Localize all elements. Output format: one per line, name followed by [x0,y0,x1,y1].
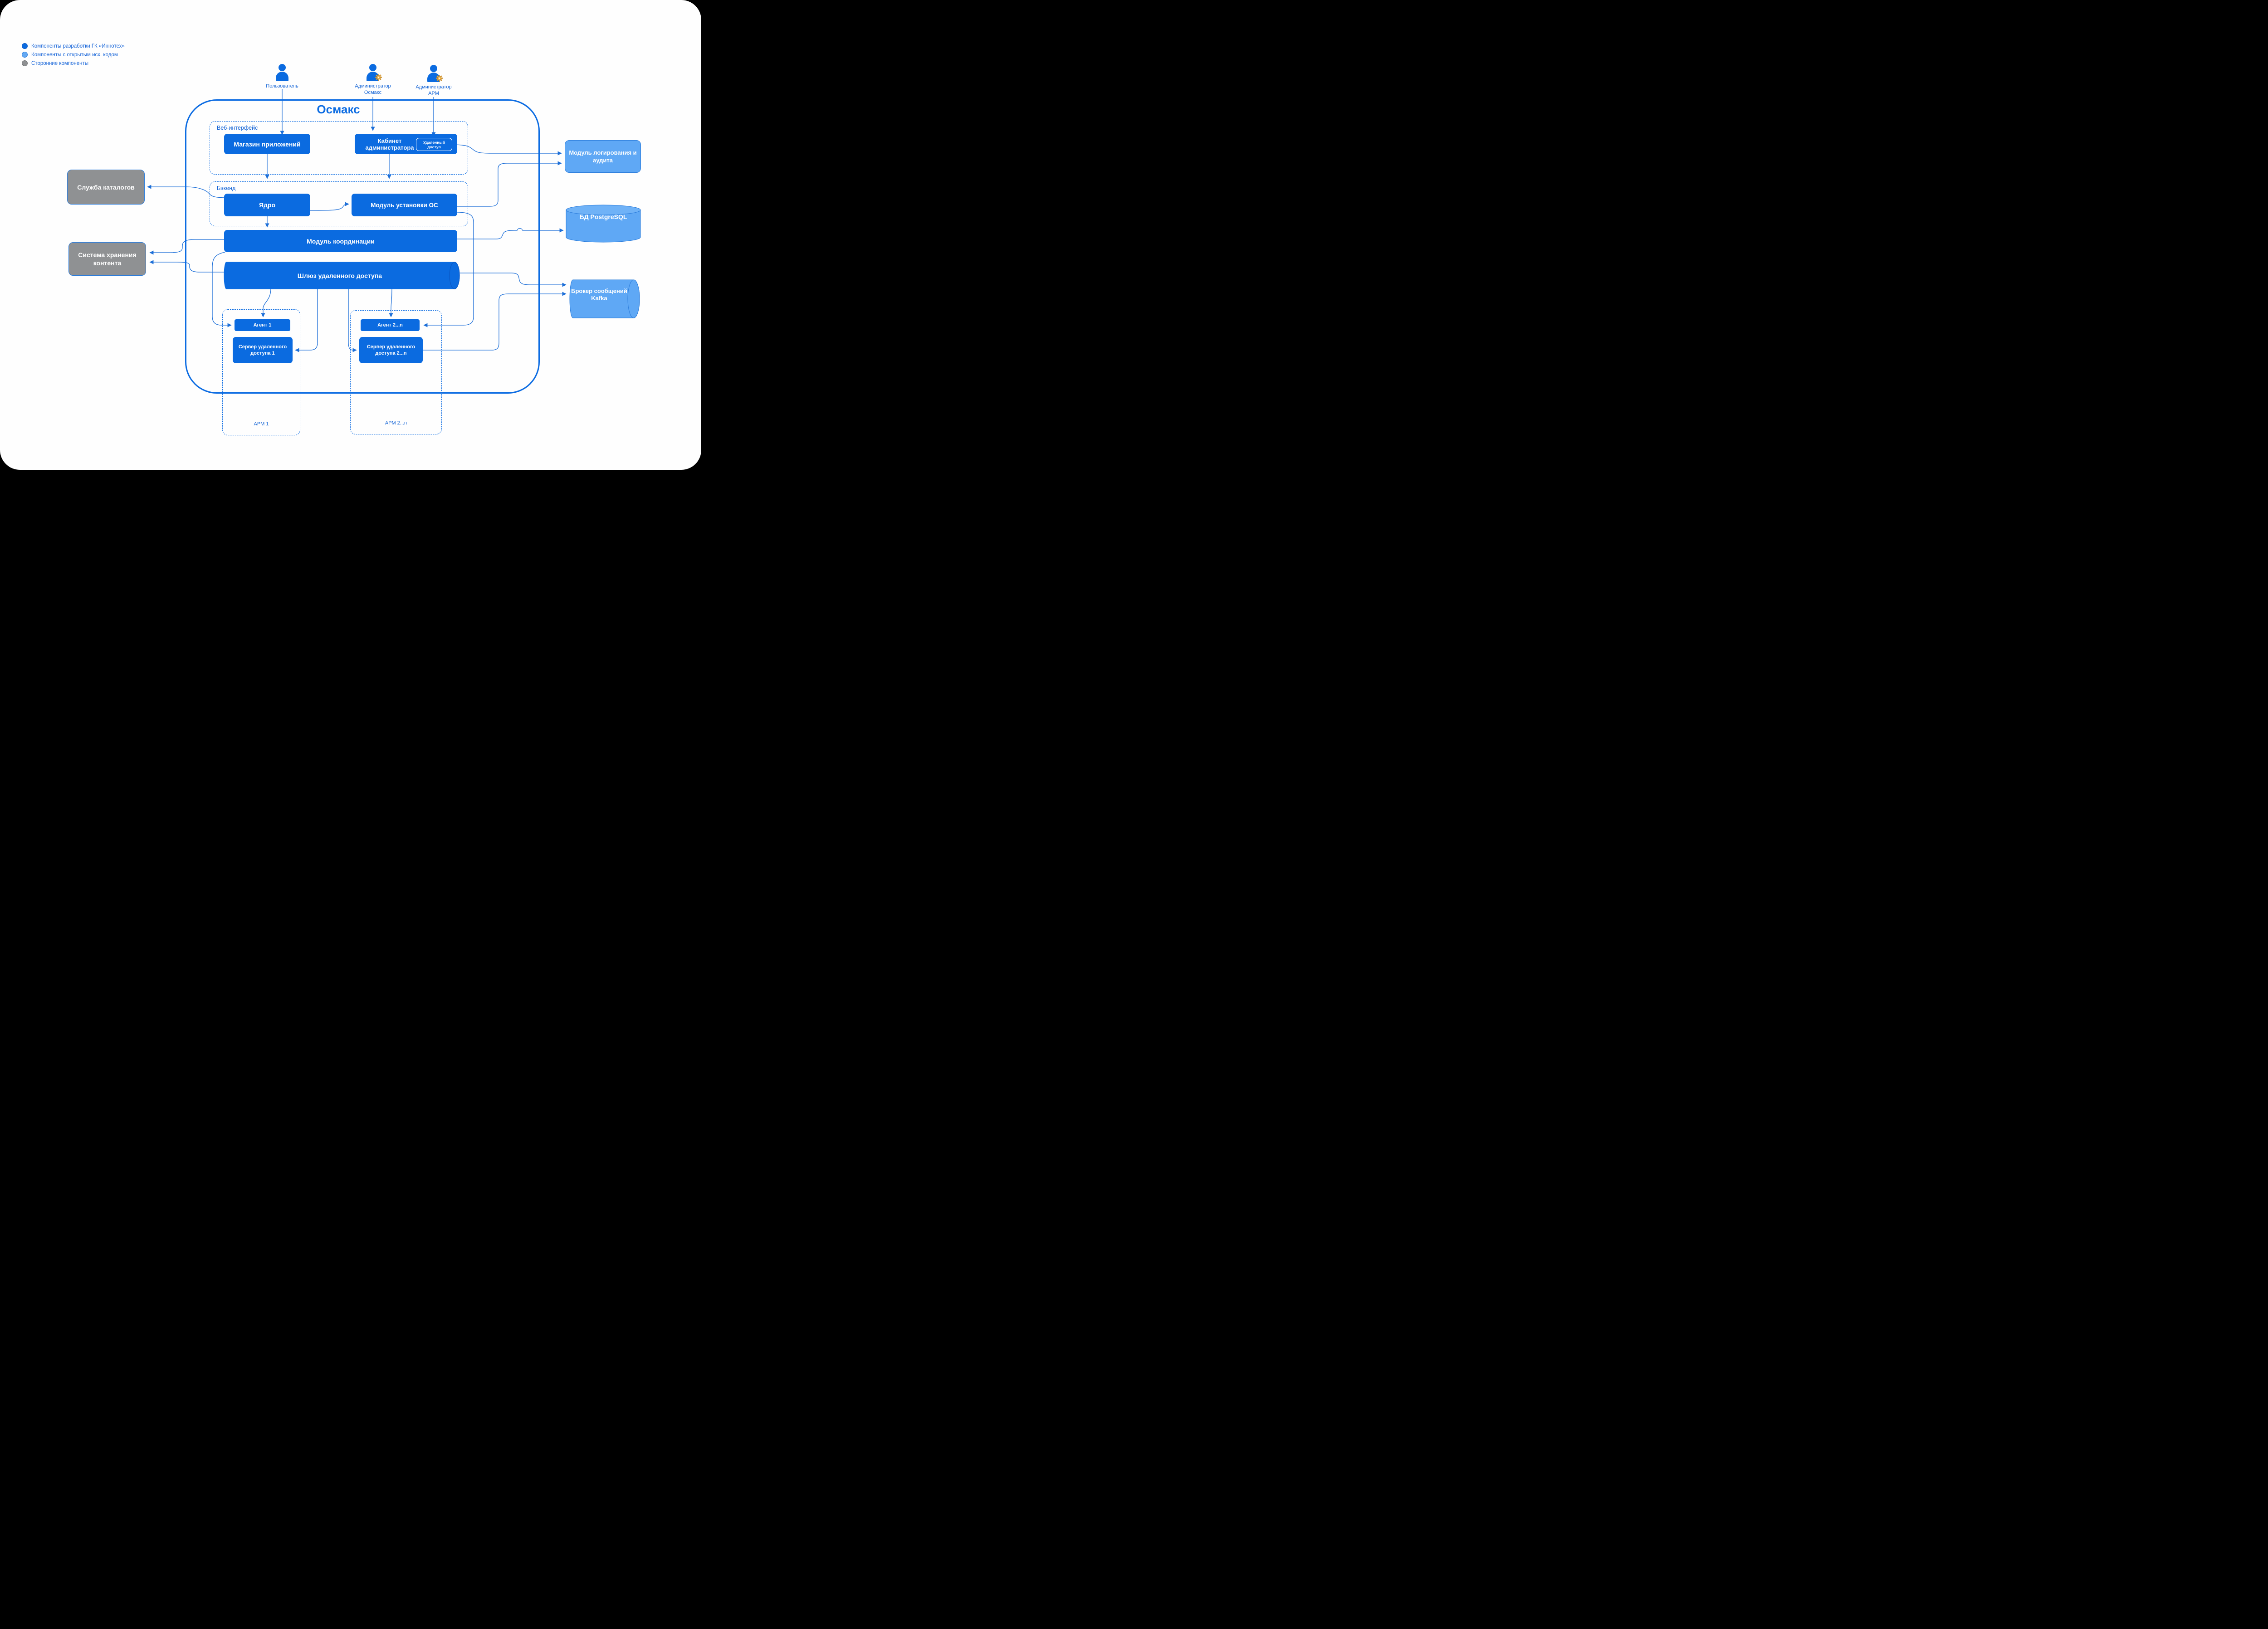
node-kafka-broker[interactable]: Брокер сообщений Kafka [571,288,627,302]
node-agent-2n[interactable]: Агент 2...n [361,319,420,331]
group-backend: Бэкенд [210,181,468,226]
node-content-storage[interactable]: Система хранения контента [68,242,146,276]
group-backend-label: Бэкенд [217,185,236,191]
admin-user-icon [365,64,382,83]
legend: Компоненты разработки ГК «Иннотех» Компо… [22,42,125,68]
actor-admin-osmax[interactable]: Администратор Осмакс [346,64,400,96]
group-web-interface: Веб-интерфейс [210,121,468,175]
legend-dot-innotech-icon [22,43,28,49]
group-arm-1: АРМ 1 [222,309,300,435]
legend-item: Сторонние компоненты [22,59,125,68]
diagram-canvas: Компоненты разработки ГК «Иннотех» Компо… [0,0,701,470]
remote-access-badge[interactable]: Удаленный доступ [416,138,452,151]
actor-admin-arm[interactable]: Администратор АРМ [406,65,461,97]
node-coordination-module[interactable]: Модуль координации [224,230,457,252]
node-remote-access-server-2n[interactable]: Сервер удаленного доступа 2...n [359,337,423,363]
node-admin-cabinet[interactable]: Кабинет администратора Удаленный доступ [355,134,457,154]
postgres-db-shape [566,205,641,243]
actor-admin-osmax-label: Администратор Осмакс [355,83,391,95]
node-postgres-db[interactable]: БД PostgreSQL [579,213,627,220]
node-app-store[interactable]: Магазин приложений [224,134,310,154]
node-logging-audit-module[interactable]: Модуль логирования и аудита [565,140,641,173]
actor-admin-arm-label: Администратор АРМ [415,84,452,96]
admin-user-icon [426,65,443,84]
group-arm-2n: АРМ 2...n [350,310,442,434]
actor-user[interactable]: Пользователь [255,64,309,90]
user-icon [274,64,290,82]
node-catalog-service[interactable]: Служба каталогов [67,170,145,205]
legend-label: Сторонние компоненты [31,60,89,66]
node-agent-1[interactable]: Агент 1 [235,319,290,331]
gear-icon [436,75,443,84]
legend-dot-opensource-icon [22,52,28,58]
legend-label: Компоненты разработки ГК «Иннотех» [31,43,125,49]
node-admin-cabinet-label: Кабинет администратора [365,137,414,151]
legend-dot-thirdparty-icon [22,60,28,66]
node-remote-access-server-1[interactable]: Сервер удаленного доступа 1 [233,337,293,363]
group-arm-2n-label: АРМ 2...n [385,420,407,426]
kafka-broker-shape [569,279,640,318]
group-web-interface-label: Веб-интерфейс [217,125,258,131]
legend-item: Компоненты разработки ГК «Иннотех» [22,42,125,50]
legend-item: Компоненты с открытым исх. кодом [22,50,125,59]
node-os-install-module[interactable]: Модуль установки ОС [352,194,457,216]
system-title: Осмакс [317,102,360,116]
connector-lines [147,89,641,352]
remote-access-gateway-shape [224,262,460,289]
actor-user-label: Пользователь [266,83,298,89]
node-remote-access-gateway[interactable]: Шлюз удаленного доступа [297,272,382,279]
group-arm-1-label: АРМ 1 [254,421,269,427]
osmax-system-container [185,99,540,394]
node-core[interactable]: Ядро [224,194,310,216]
gear-icon [375,74,382,83]
legend-label: Компоненты с открытым исх. кодом [31,52,118,58]
